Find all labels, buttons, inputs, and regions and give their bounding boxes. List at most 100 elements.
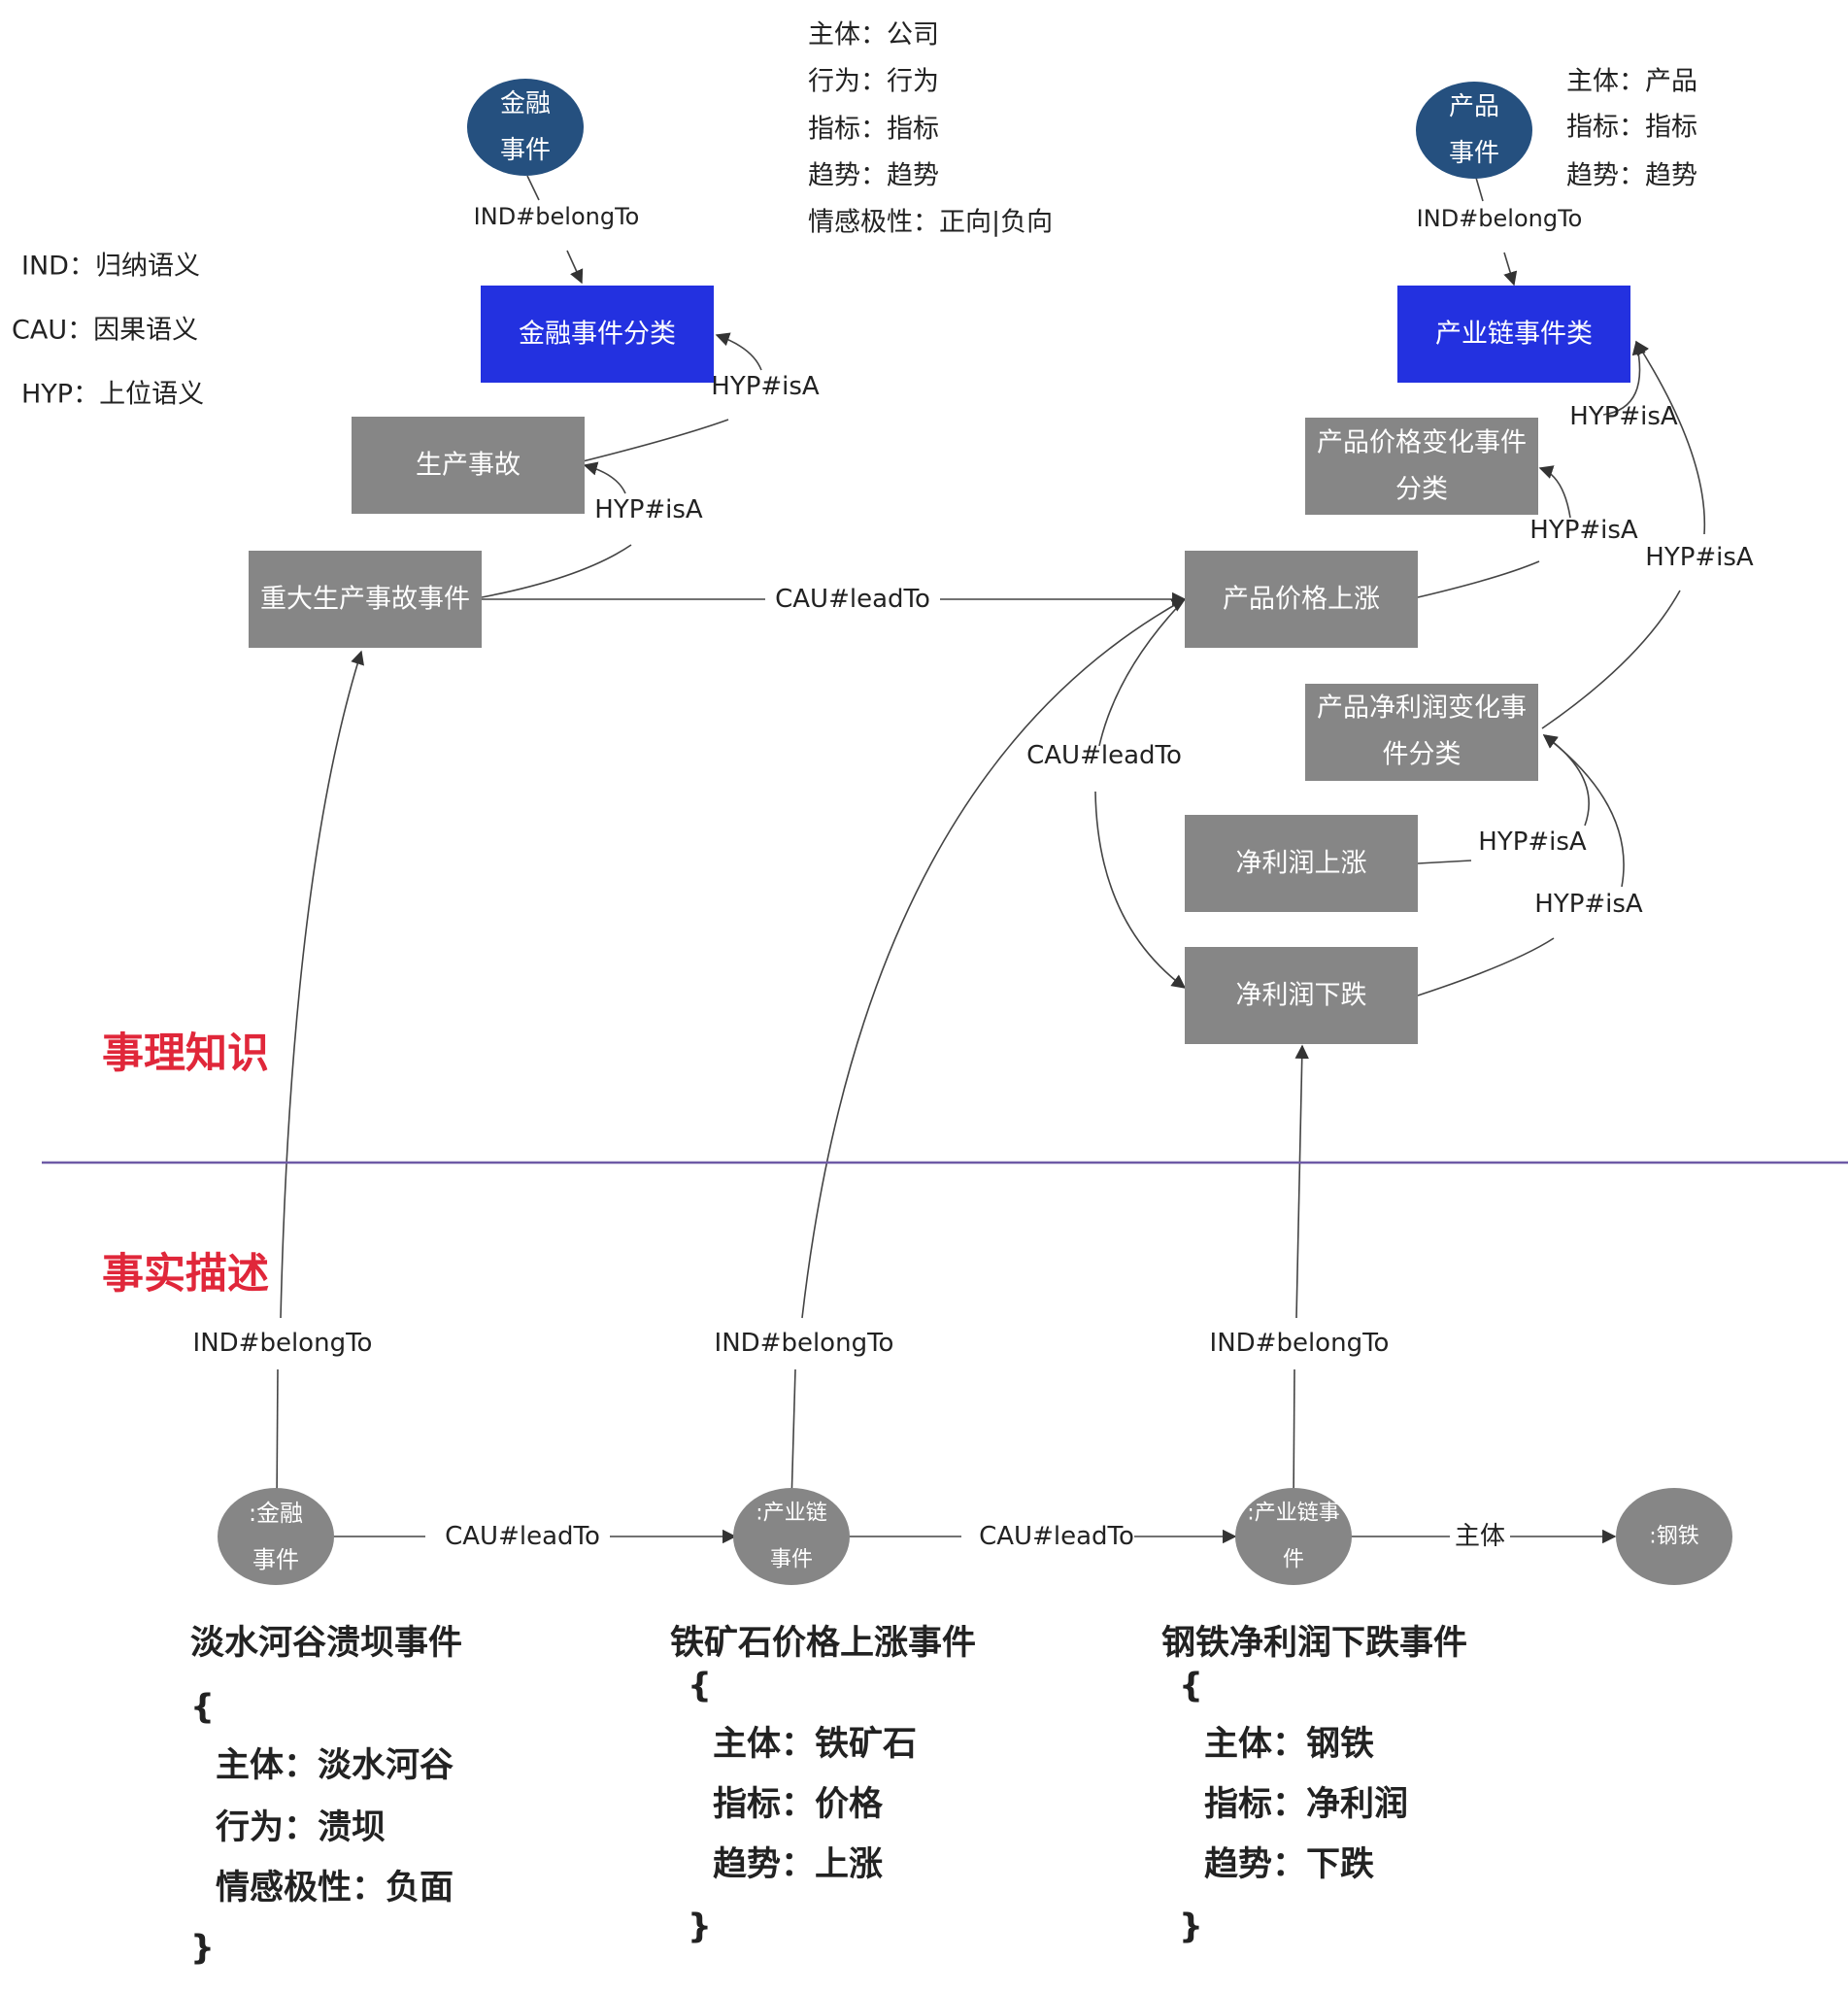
profit-change-line2: 件分类 [1383,740,1462,770]
fact-block-1: 淡水河谷溃坝事件 { 主体：淡水河谷 行为：溃坝 情感极性：负面 } [190,1624,462,1968]
inst-steel-label: :钢铁 [1649,1525,1698,1549]
edge-instfin-ind-b [280,650,364,1319]
edge-profitup-hyp-a [1417,860,1472,864]
node-inst-steel[interactable]: :钢铁 [1616,1488,1732,1585]
node-prod-accident[interactable]: 生产事故 [352,417,585,514]
prod-accident-label: 生产事故 [416,451,521,481]
edge-instchain1-ind-b [801,598,1187,1319]
fin-schema-line: 行为：行为 [808,67,939,97]
fact-line: 指标：净利润 [1204,1785,1408,1824]
label-bottom-cau1: CAU#leadTo [445,1522,600,1551]
fact-title: 钢铁净利润下跌事件 [1161,1624,1467,1663]
fin-schema-line: 主体：公司 [808,20,939,51]
legend-ind: IND：归纳语义 [21,252,200,282]
inst-chain2-line1: :产业链事 [1247,1502,1339,1526]
node-profit-change-class[interactable]: 产品净利润变化事 件分类 [1305,684,1538,781]
fact-block-2: 铁矿石价格上涨事件 { 主体：铁矿石 指标：价格 趋势：上涨 } [670,1624,976,1946]
edge-instfin-ind-a [276,1368,279,1504]
edges [276,175,1706,1544]
inst-chain1-line1: :产业链 [756,1502,826,1526]
legend: IND：归纳语义 CAU：因果语义 HYP：上位语义 [12,252,204,410]
price-up-label: 产品价格上涨 [1223,585,1380,615]
label-subject: 主体 [1455,1522,1505,1551]
node-price-change-class[interactable]: 产品价格变化事件 分类 [1305,418,1538,515]
label-bottom-cau2: CAU#leadTo [979,1522,1134,1551]
edge-instchain2-ind-b [1294,1044,1309,1319]
fact-brace-open: { [190,1688,215,1727]
fin-circle-line2: 事件 [500,136,551,165]
edge-profitcls-hyp-b [1635,340,1706,535]
node-major-accident[interactable]: 重大生产事故事件 [249,551,482,648]
label-profitup-isa: HYP#isA [1478,827,1587,857]
node-price-up[interactable]: 产品价格上涨 [1185,551,1418,648]
edge-major-hyp-a [481,544,632,598]
node-profit-down[interactable]: 净利润下跌 [1185,947,1418,1044]
fact-line: 指标：价格 [713,1785,884,1824]
financial-schema: 主体：公司 行为：行为 指标：指标 趋势：趋势 情感极性：正向|负向 [808,20,1053,238]
node-inst-chain2[interactable]: :产业链事 件 [1235,1488,1352,1585]
fact-brace-close: } [1179,1908,1203,1946]
node-fin-class[interactable]: 金融事件分类 [481,286,714,383]
fin-schema-line: 情感极性：正向|负向 [808,208,1053,238]
node-chain-class[interactable]: 产业链事件类 [1397,286,1630,383]
label-accident-isa: HYP#isA [711,372,820,401]
prod-circle-line2: 事件 [1449,139,1499,168]
fact-title: 铁矿石价格上涨事件 [670,1624,976,1663]
node-fin-event-circle[interactable]: 金融 事件 [467,79,584,176]
fact-line: 主体：淡水河谷 [216,1746,454,1785]
fact-title: 淡水河谷溃坝事件 [190,1624,462,1663]
inst-chain2-line2: 件 [1283,1548,1304,1572]
edge-profitdown-hyp-a [1417,937,1555,996]
fact-line: 主体：铁矿石 [713,1725,917,1764]
label-fin-belongto: IND#belongTo [474,203,640,230]
edge-profitup-hyp-b [1542,734,1590,827]
fin-schema-line: 指标：指标 [808,115,939,145]
fact-brace-close: } [688,1908,712,1946]
prod-schema-line: 主体：产品 [1566,67,1697,97]
section-title-facts: 事实描述 [102,1250,269,1299]
chain-class-label: 产业链事件类 [1435,320,1593,350]
node-profit-up[interactable]: 净利润上涨 [1185,815,1418,912]
label-pricecls-isa: HYP#isA [1569,402,1678,431]
prod-circle-line1: 产品 [1449,92,1499,121]
label-price-isa: HYP#isA [1529,516,1638,545]
prod-schema-line: 指标：指标 [1566,113,1697,143]
node-inst-fin[interactable]: :金融 事件 [218,1488,334,1585]
label-major-isa: HYP#isA [594,495,703,524]
edge-profitcls-hyp-a [1541,590,1681,729]
edge-prod-circle-top [1475,177,1484,202]
edge-prod-belong-arrow [1503,252,1518,287]
fact-line: 趋势：上涨 [713,1845,883,1884]
fact-line: 主体：钢铁 [1204,1725,1374,1764]
fact-line: 行为：溃坝 [216,1808,386,1847]
inst-chain1-line2: 事件 [770,1548,813,1572]
node-prod-event-circle[interactable]: 产品 事件 [1416,82,1532,179]
prod-schema-line: 趋势：趋势 [1566,161,1697,191]
fact-brace-open: { [1179,1667,1203,1705]
fact-line: 趋势：下跌 [1204,1845,1374,1884]
legend-cau: CAU：因果语义 [12,316,198,346]
inst-fin-line2: 事件 [252,1546,299,1573]
major-accident-label: 重大生产事故事件 [260,585,470,615]
fact-brace-close: } [190,1929,215,1968]
label-profitcls-isa: HYP#isA [1645,543,1754,572]
edge-price-hyp-a [1417,560,1540,598]
label-profitdown-isa: HYP#isA [1534,890,1643,919]
fact-block-3: 钢铁净利润下跌事件 { 主体：钢铁 指标：净利润 趋势：下跌 } [1161,1624,1467,1946]
label-instfin-belongto: IND#belongTo [193,1329,373,1358]
profit-up-label: 净利润上涨 [1236,849,1367,879]
price-change-line1: 产品价格变化事件 [1317,428,1527,458]
price-change-line2: 分类 [1395,475,1448,505]
product-schema: 主体：产品 指标：指标 趋势：趋势 [1566,67,1697,191]
edge-profitdown-hyp-b [1542,734,1625,888]
fin-class-label: 金融事件分类 [519,320,676,350]
edge-fin-circle-top [526,175,540,201]
edge-major-hyp-b [583,461,626,494]
node-inst-chain1[interactable]: :产业链 事件 [733,1488,850,1585]
label-instchain1-belongto: IND#belongTo [715,1329,894,1358]
edge-accident-hyp-a [582,419,729,462]
edge-price-hyp-b [1538,465,1571,519]
edge-labels: IND#belongTo IND#belongTo HYP#isA HYP#is… [193,203,1754,1551]
label-prod-belongto: IND#belongTo [1417,205,1583,232]
